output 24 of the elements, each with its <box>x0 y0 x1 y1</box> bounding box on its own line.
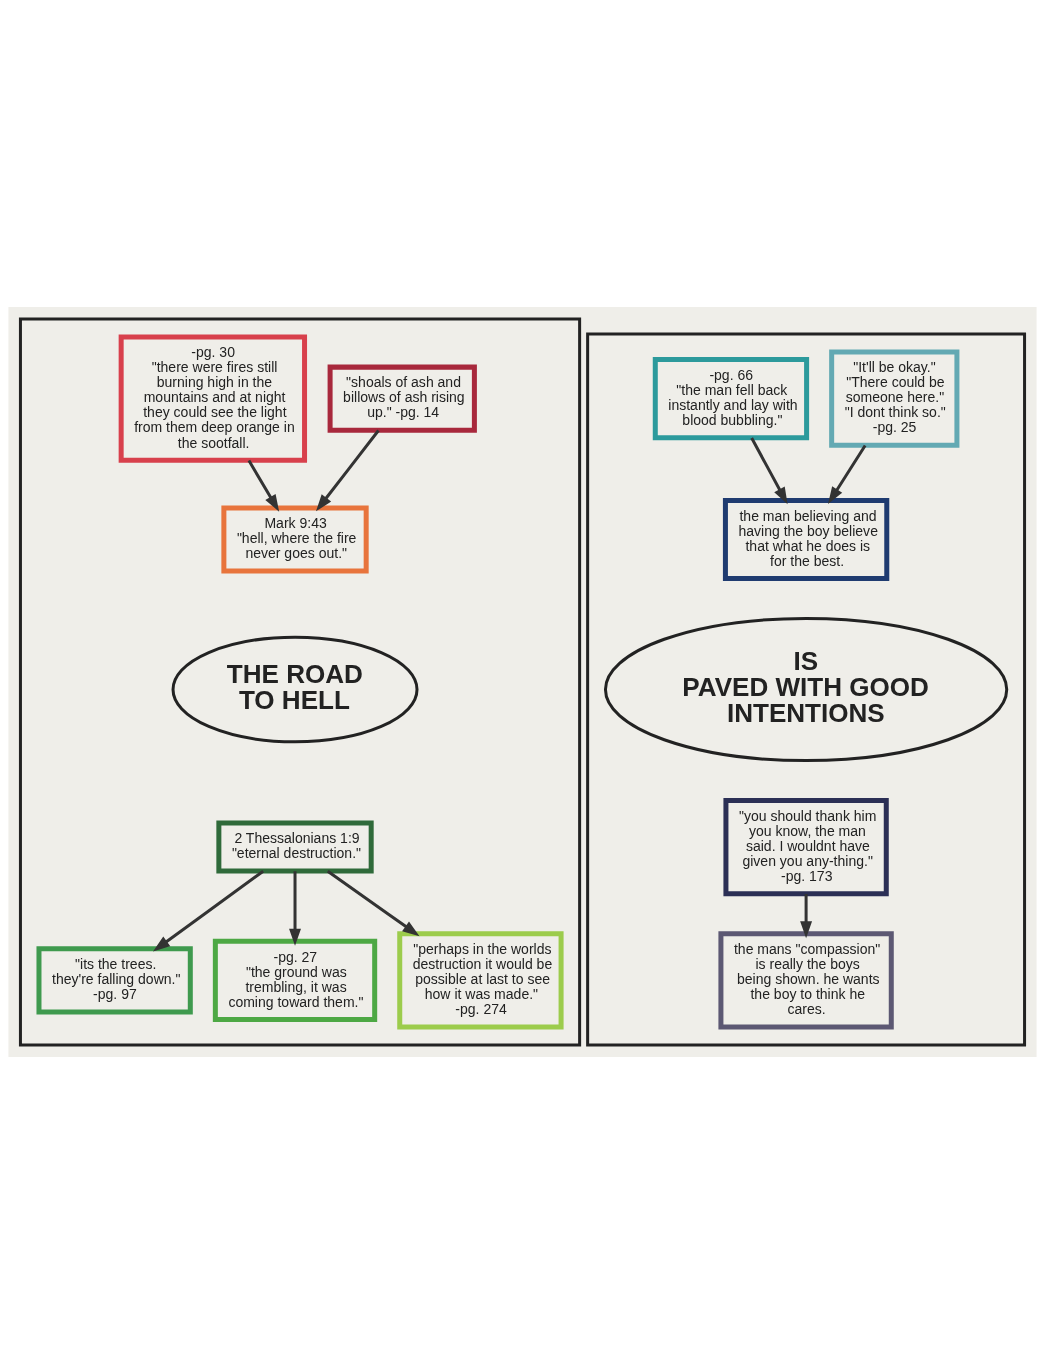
arrow <box>800 893 813 938</box>
cluster <box>586 332 1027 1046</box>
arrow <box>152 869 265 951</box>
arrow <box>315 429 380 511</box>
arrow <box>326 869 420 936</box>
node-box: 2 Thessalonians 1:9 "eternal destruction." <box>216 820 374 874</box>
node-box: the mans "compassion" is really the boys being shown. he wants the boy to think he cares. <box>718 930 894 1029</box>
arrow <box>750 436 788 504</box>
node-box: "you should thank him you know, the man said. I wouldnt have given you any-thing." -pg. 173 <box>723 797 889 896</box>
node-box: "its the trees. they're falling down." -pg. 97 <box>36 945 193 1014</box>
cluster <box>18 317 582 1046</box>
node-box: Mark 9:43 "hell, where the fire never goes out." <box>221 504 369 574</box>
node-box: "perhaps in the worlds destruction it would be possible at last to see how it was made." -pg. 274 <box>397 930 564 1029</box>
node-ellipse: IS PAVED WITH GOOD INTENTIONS <box>603 616 1009 762</box>
arrow <box>828 444 867 504</box>
node-box: "It'll be okay." "There could be someone here." "I dont think so." -pg. 25 <box>829 349 960 448</box>
arrow <box>247 459 280 512</box>
node-box: the man believing and having the boy believe that what he does is for the best. <box>722 497 890 581</box>
arrow <box>289 870 301 946</box>
node-box: -pg. 27 "the ground was trembling, it was coming toward them." <box>212 938 378 1022</box>
node-box: -pg. 66 "the man fell back instantly and lay with blood bubbling." <box>652 356 810 440</box>
node-ellipse: THE ROAD TO HELL <box>171 635 419 743</box>
node-box: "shoals of ash and billows of ash rising up." -pg. 14 <box>327 364 477 433</box>
node-box: -pg. 30 "there were fires still burning high in the mountains and at night they could see the light from them deep orange in the sootfall. <box>118 334 308 463</box>
